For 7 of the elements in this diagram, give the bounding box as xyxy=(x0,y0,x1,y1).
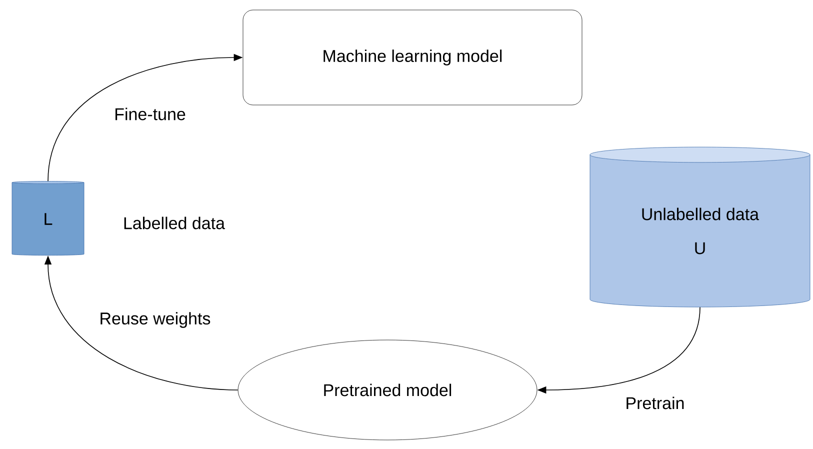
edge-label: Pretrain xyxy=(624,396,686,410)
database-cylinder: L xyxy=(12,181,84,256)
edge-label: Fine-tune xyxy=(113,106,187,122)
edge-label: Reuse weights xyxy=(98,311,212,329)
process-box: Machine learning model xyxy=(242,10,582,106)
database-cylinder: Unlabelled data U xyxy=(590,146,810,308)
node-caption: Labelled data xyxy=(124,216,226,230)
